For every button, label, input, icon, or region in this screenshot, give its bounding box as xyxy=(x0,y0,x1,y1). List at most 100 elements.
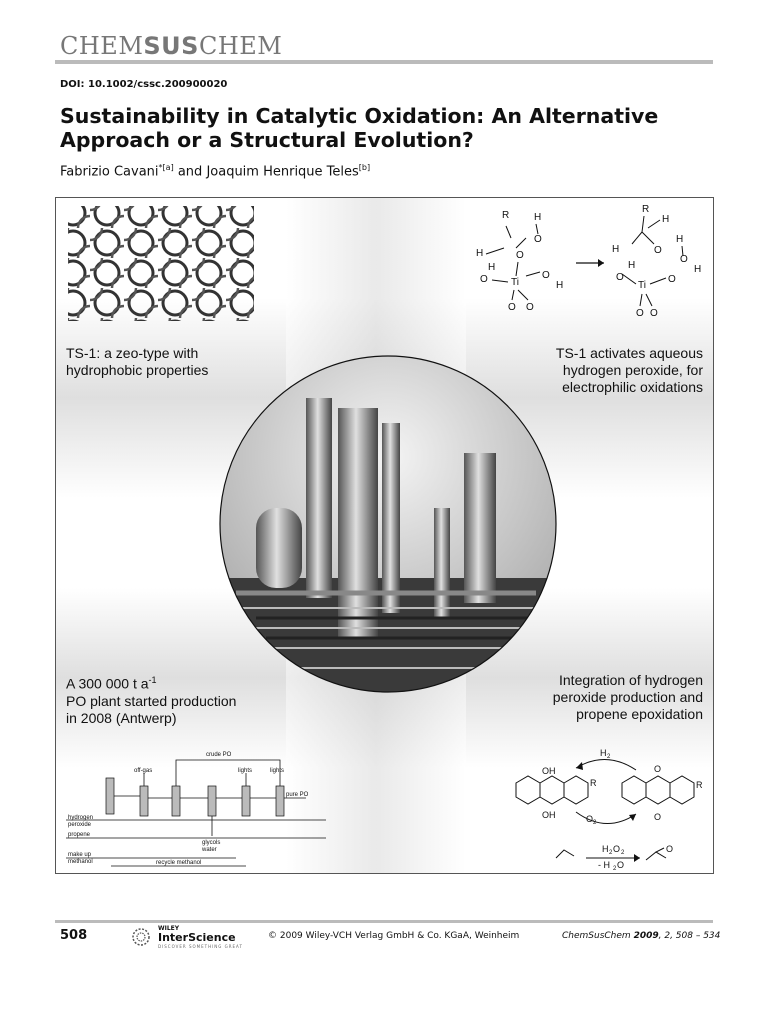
publisher-logo-main: InterScience xyxy=(158,931,236,944)
svg-text:crude PO: crude PO xyxy=(206,752,232,758)
svg-text:H: H xyxy=(476,248,483,259)
svg-text:O: O xyxy=(613,844,620,854)
journal-name-part: CHEM xyxy=(60,32,144,60)
article-title: Sustainability in Catalytic Oxidation: A… xyxy=(60,104,659,152)
figure-graphics: R H O H O H Ti O H O O O R H H H O H O H… xyxy=(56,198,713,873)
svg-text:methanol: methanol xyxy=(68,859,93,865)
caption-sup: -1 xyxy=(148,675,157,685)
svg-text:pure PO: pure PO xyxy=(286,792,309,798)
process-flow-diagram: crude PO off-gas lights lights pure PO h… xyxy=(66,752,326,867)
svg-text:O: O xyxy=(654,245,662,256)
svg-text:2: 2 xyxy=(593,820,597,826)
author-name: Fabrizio Cavani xyxy=(60,164,159,180)
svg-text:H: H xyxy=(602,844,609,854)
caption-integration: Integration of hydrogen peroxide product… xyxy=(553,672,703,723)
svg-text:H: H xyxy=(488,262,495,273)
caption-line: in 2008 (Antwerp) xyxy=(66,709,177,726)
svg-text:R: R xyxy=(590,778,597,788)
citation-rest: , 2, 508 – 534 xyxy=(658,931,721,941)
svg-text:H: H xyxy=(556,280,563,291)
svg-text:O: O xyxy=(650,308,658,319)
svg-text:lights: lights xyxy=(238,768,252,774)
svg-text:H: H xyxy=(676,234,683,245)
svg-text:O: O xyxy=(666,844,673,854)
svg-text:Ti: Ti xyxy=(511,277,519,288)
svg-text:OH: OH xyxy=(542,766,556,776)
caption-line: PO plant started production xyxy=(66,692,237,709)
svg-text:peroxide: peroxide xyxy=(68,822,92,828)
svg-text:O: O xyxy=(654,812,661,822)
author-name: Joaquim Henrique Teles xyxy=(206,164,359,180)
svg-text:O: O xyxy=(480,274,488,285)
caption-line: TS-1: a zeo-type with xyxy=(66,345,199,361)
footer-rule xyxy=(55,920,713,923)
svg-text:O: O xyxy=(542,270,550,281)
page-number: 508 xyxy=(60,928,88,943)
svg-text:R: R xyxy=(696,780,703,790)
svg-text:H: H xyxy=(600,748,607,758)
journal-name-part: CHEM xyxy=(198,32,283,60)
publisher-logo-text: WILEY InterScience DISCOVER SOMETHING GR… xyxy=(158,925,243,949)
caption-activation: TS-1 activates aqueous hydrogen peroxide… xyxy=(556,345,703,396)
doi[interactable]: DOI: 10.1002/cssc.200900020 xyxy=(60,79,228,90)
svg-text:O: O xyxy=(654,764,661,774)
caption-zeolite: TS-1: a zeo-type with hydrophobic proper… xyxy=(66,345,208,379)
svg-text:H: H xyxy=(662,214,669,225)
journal-name-part: SUS xyxy=(143,32,199,60)
svg-text:O: O xyxy=(636,308,644,319)
svg-text:O: O xyxy=(516,250,524,261)
svg-text:O: O xyxy=(668,274,676,285)
photo-frame xyxy=(219,355,557,693)
author-affiliation: [b] xyxy=(358,163,371,172)
publisher-logo-sub: DISCOVER SOMETHING GREAT xyxy=(158,944,243,949)
svg-text:water: water xyxy=(201,847,217,853)
interscience-globe-icon xyxy=(132,928,150,946)
svg-text:H: H xyxy=(694,264,701,275)
journal-name: CHEMSUSCHEM xyxy=(60,32,282,60)
svg-text:glycols: glycols xyxy=(202,840,220,846)
citation-year: 2009 xyxy=(633,931,659,941)
svg-text:O: O xyxy=(680,254,688,265)
svg-text:O: O xyxy=(534,234,542,245)
publisher-logo-top: WILEY xyxy=(158,925,180,932)
svg-text:O: O xyxy=(508,302,516,313)
svg-text:- H: - H xyxy=(598,860,610,870)
caption-line: peroxide production and xyxy=(552,689,703,705)
svg-text:H: H xyxy=(612,244,619,255)
authors: Fabrizio Cavani*[a] and Joaquim Henrique… xyxy=(60,163,370,179)
publisher-logo: WILEY InterScience DISCOVER SOMETHING GR… xyxy=(128,925,243,949)
copyright: © 2009 Wiley-VCH Verlag GmbH & Co. KGaA,… xyxy=(268,931,520,941)
svg-text:hydrogen: hydrogen xyxy=(68,815,93,821)
author-affiliation: *[a] xyxy=(158,163,174,172)
svg-text:O: O xyxy=(617,860,624,870)
citation: ChemSusChem 2009, 2, 508 – 534 xyxy=(562,931,720,941)
svg-text:H: H xyxy=(534,212,541,223)
svg-text:OH: OH xyxy=(542,810,556,820)
svg-text:Ti: Ti xyxy=(638,280,646,291)
author-join: and xyxy=(173,164,207,180)
svg-text:2: 2 xyxy=(609,850,613,856)
citation-journal: ChemSusChem xyxy=(562,931,634,941)
graphical-abstract-figure: R H O H O H Ti O H O O O R H H H O H O H… xyxy=(55,197,714,874)
caption-line: hydrogen peroxide, for xyxy=(562,362,703,378)
svg-text:2: 2 xyxy=(621,850,625,856)
svg-text:O: O xyxy=(586,814,593,824)
svg-text:R: R xyxy=(642,204,649,215)
svg-text:R: R xyxy=(502,210,509,221)
anthraquinone-scheme: OH OH R O O R H 2 O 2 H 2 O 2 - H 2 xyxy=(515,748,703,872)
header-rule xyxy=(55,60,713,64)
caption-text: A 300 000 t a xyxy=(66,675,149,692)
zeolite-structure-image xyxy=(68,206,254,321)
caption-line: A 300 000 t a-1 xyxy=(66,672,236,693)
caption-plant: A 300 000 t a-1 PO plant started product… xyxy=(66,672,236,727)
svg-text:off-gas: off-gas xyxy=(134,768,152,774)
caption-line: TS-1 activates aqueous xyxy=(555,345,703,361)
caption-line: Integration of hydrogen xyxy=(559,672,703,688)
svg-text:make up: make up xyxy=(68,852,92,858)
ti-peroxo-mechanism: R H O H O H Ti O H O O O R H H H O H O H… xyxy=(476,204,701,319)
svg-text:O: O xyxy=(616,272,624,283)
caption-line: propene epoxidation xyxy=(576,706,703,722)
svg-text:2: 2 xyxy=(613,866,617,872)
caption-line: hydrophobic properties xyxy=(66,362,209,378)
svg-text:O: O xyxy=(526,302,534,313)
